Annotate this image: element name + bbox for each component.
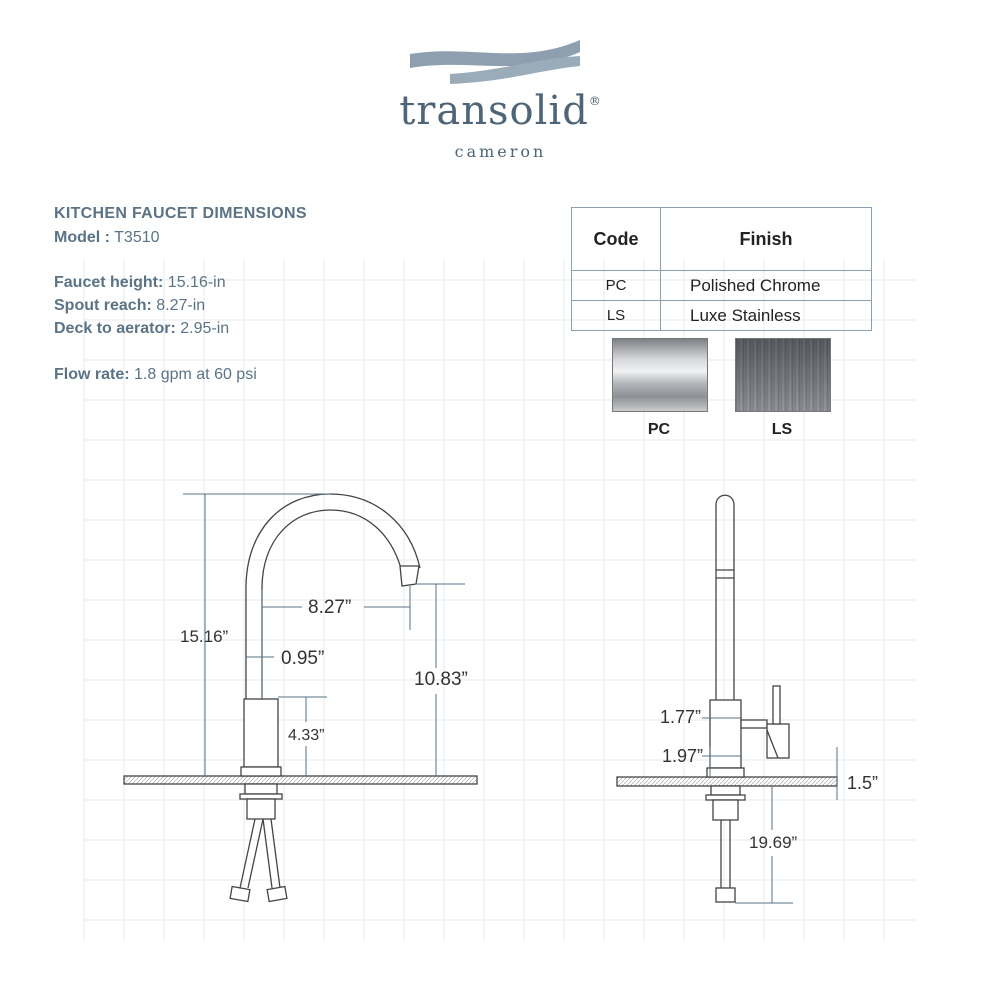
aerator — [399, 565, 420, 587]
dim-side-handle: 1.77” — [660, 707, 701, 727]
reach-value: 8.27-in — [156, 297, 206, 314]
finish-table-header: Code Finish — [571, 207, 872, 271]
side-tube — [715, 494, 735, 700]
deck-line: Deck to aerator: 2.95-in — [54, 320, 230, 337]
front-deck — [123, 775, 478, 785]
dim-side-deck: 1.5” — [847, 773, 878, 793]
height-value: 15.16-in — [167, 274, 226, 291]
header-finish: Finish — [660, 207, 872, 271]
reach-line: Spout reach: 8.27-in — [54, 297, 206, 314]
model-line: Model : T3510 — [54, 229, 160, 246]
side-handle — [766, 723, 790, 759]
swatch-label-ls: LS — [771, 421, 793, 438]
row-finish: Luxe Stainless — [660, 300, 872, 331]
spec-title: KITCHEN FAUCET DIMENSIONS — [54, 205, 307, 222]
side-view — [616, 494, 838, 903]
finish-table: Code Finish PC Polished Chrome LS Luxe S… — [571, 207, 872, 331]
dim-front-body: 4.33” — [288, 727, 324, 744]
brand-subname: cameron — [454, 142, 547, 161]
dim-front-aerator: 10.83” — [414, 669, 468, 690]
dim-side-base: 1.97” — [662, 746, 703, 766]
height-line: Faucet height: 15.16-in — [54, 274, 226, 291]
dim-front-reach: 8.27” — [308, 597, 351, 618]
dim-front-height: 15.16” — [180, 627, 229, 646]
front-view — [123, 493, 478, 903]
front-body — [243, 698, 279, 768]
dim-front-spout: 0.95” — [281, 648, 324, 669]
side-lever — [772, 685, 781, 725]
side-body — [709, 699, 742, 769]
flow-line: Flow rate: 1.8 gpm at 60 psi — [54, 366, 257, 383]
model-value: T3510 — [114, 229, 160, 246]
side-deck — [616, 776, 838, 787]
polished-chrome-swatch — [612, 338, 708, 412]
brand-name: transolid® — [399, 88, 602, 134]
luxe-stainless-swatch — [735, 338, 831, 412]
wave-logo-icon — [410, 40, 580, 84]
flow-value: 1.8 gpm at 60 psi — [134, 366, 257, 383]
registered-mark: ® — [588, 94, 602, 108]
table-row: LS Luxe Stainless — [571, 300, 872, 331]
deck-value: 2.95-in — [180, 320, 230, 337]
header-code: Code — [571, 207, 661, 271]
dim-side-hose: 19.69” — [749, 833, 798, 852]
row-code: PC — [571, 270, 661, 301]
swatch-label-pc: PC — [647, 421, 671, 438]
row-code: LS — [571, 300, 661, 331]
spout-inner — [261, 509, 403, 699]
